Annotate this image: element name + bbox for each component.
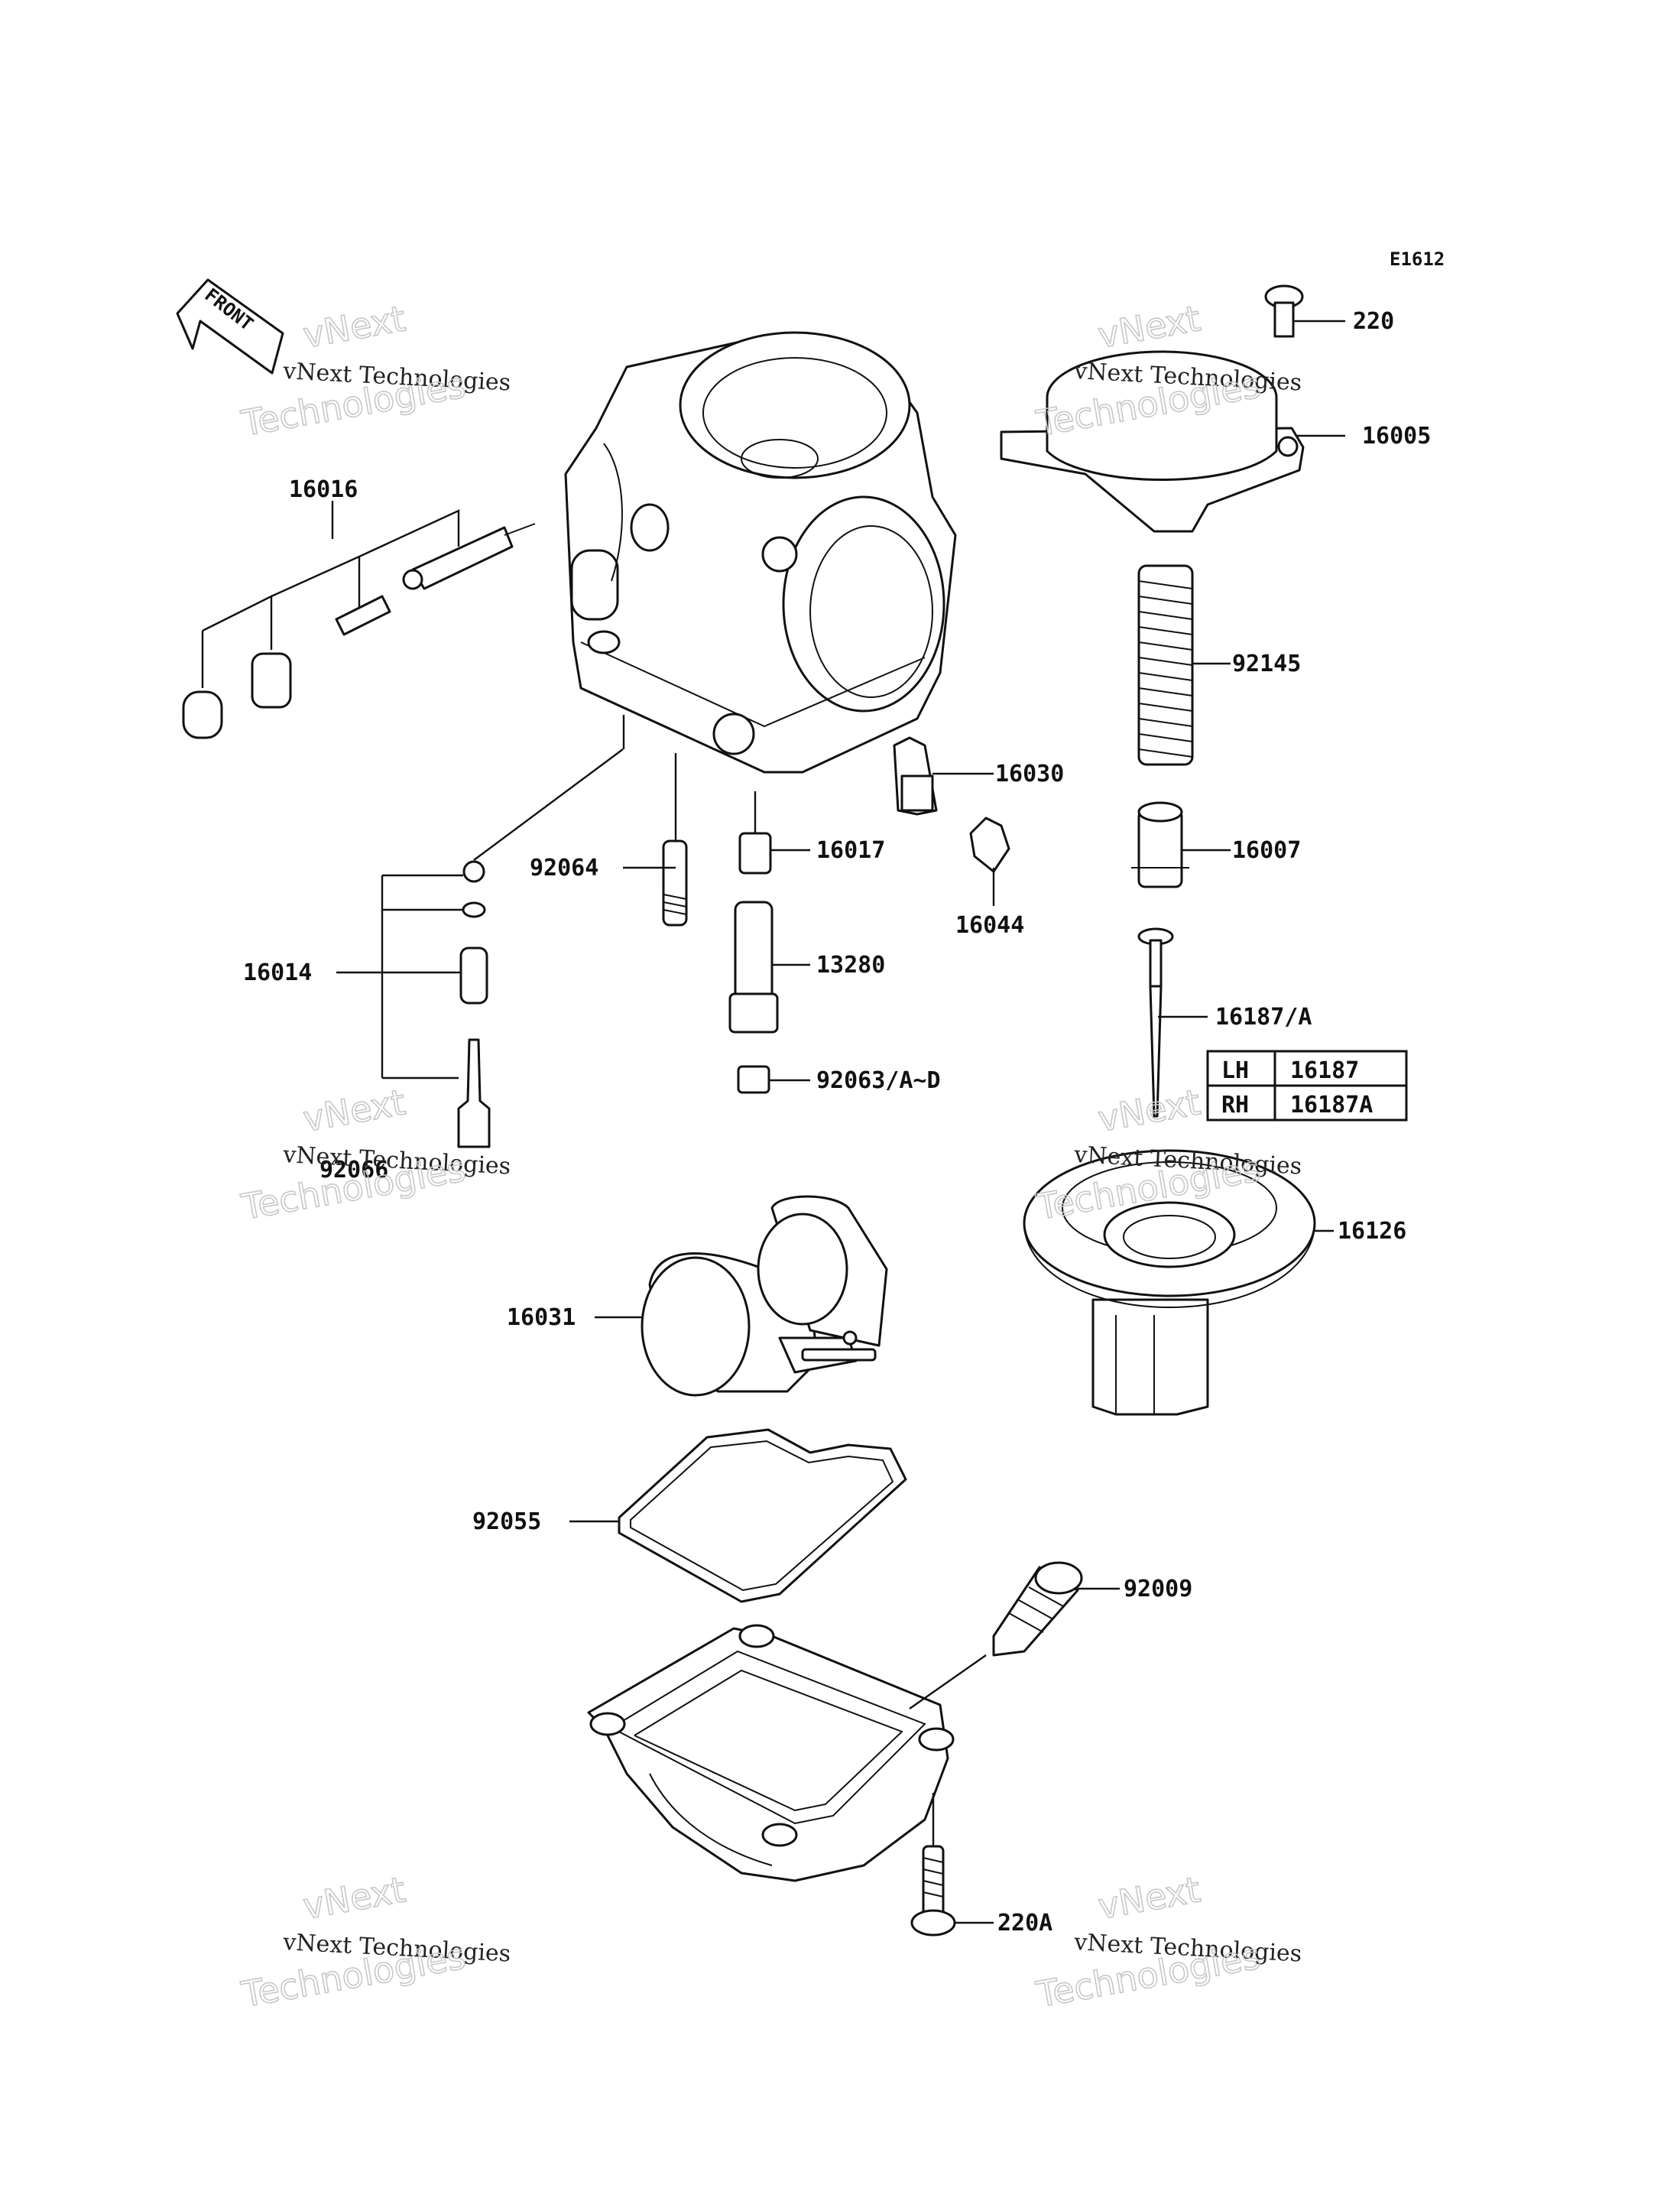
top-cover (1000, 350, 1305, 533)
callout-220a: 220A (997, 1910, 1052, 1937)
callout-16005: 16005 (1362, 423, 1431, 450)
gasket-92055 (618, 1428, 907, 1603)
callout-16187a: 16187/A (1215, 1004, 1312, 1031)
float-bowl (587, 1624, 955, 1882)
callout-16031: 16031 (507, 1304, 576, 1331)
diagram-ref-code: E1612 (1390, 248, 1445, 270)
watermark: vNext Technologies vNext Technologies (238, 1868, 511, 2016)
watermark: vNext Technologies vNext Technologies (1033, 1868, 1302, 2016)
svg-text:vNext: vNext (300, 1081, 409, 1140)
callout-16007: 16007 (1232, 837, 1301, 864)
clip-16044 (969, 817, 1010, 873)
callout-92066: 92066 (319, 1157, 388, 1183)
callout-92145: 92145 (1232, 651, 1301, 677)
idle-screw-set (457, 860, 491, 1148)
vacuum-piston-16126 (1023, 1149, 1316, 1416)
callout-92063: 92063/A~D (816, 1067, 941, 1094)
svg-text:vNext: vNext (1095, 1868, 1204, 1927)
jet-needle-16187 (1137, 927, 1174, 1118)
callout-16030: 16030 (995, 761, 1064, 787)
callout-92055: 92055 (472, 1508, 541, 1535)
float-valve-16030 (893, 736, 938, 816)
pilot-screw-set (182, 501, 536, 739)
watermark: vNext Technologies vNext Technologies (238, 297, 511, 445)
callout-13280: 13280 (816, 952, 885, 979)
svg-text:vNext: vNext (1095, 297, 1204, 356)
screw-220 (1264, 284, 1304, 338)
watermark: vNext Technologies vNext Technologies (238, 1081, 511, 1229)
svg-text:vNext: vNext (300, 297, 409, 356)
bleed-pipe-16017 (738, 832, 772, 875)
needle-jet-13280 (728, 901, 779, 1034)
spring-92145 (1137, 564, 1194, 766)
svg-text:vNext: vNext (1095, 1081, 1204, 1140)
front-arrow-icon: FRONT (176, 278, 284, 375)
svg-text:vNext: vNext (300, 1868, 409, 1927)
callout-16017: 16017 (816, 837, 885, 864)
callout-92064: 92064 (530, 855, 598, 881)
screw-220a (910, 1845, 956, 1937)
side-table: LH 16187 RH 16187A (1206, 1050, 1408, 1122)
callout-16126: 16126 (1338, 1218, 1406, 1245)
drain-screw-92009 (992, 1561, 1083, 1657)
callout-220: 220 (1353, 308, 1394, 335)
callout-16044: 16044 (955, 912, 1024, 939)
side-table-side: RH (1221, 1092, 1249, 1118)
jet-holder-16007 (1131, 801, 1189, 888)
side-table-side: LH (1221, 1057, 1249, 1084)
main-jet-92063 (737, 1065, 770, 1094)
float-16031 (641, 1195, 888, 1397)
carburetor-body (564, 331, 957, 774)
callout-16014: 16014 (243, 959, 312, 986)
callout-16016: 16016 (289, 476, 358, 503)
callout-92009: 92009 (1124, 1576, 1192, 1602)
side-table-part: 16187A (1290, 1092, 1373, 1118)
pilot-jet-92064 (662, 839, 688, 927)
side-table-part: 16187 (1290, 1057, 1359, 1084)
